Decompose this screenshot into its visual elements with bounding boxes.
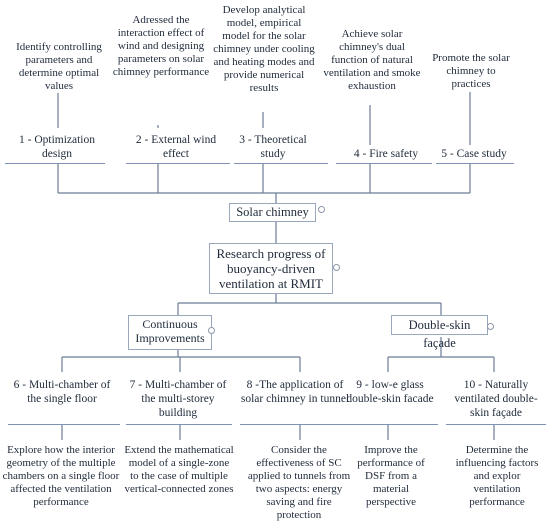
- top-child-1-label[interactable]: 1 - Optimization design: [18, 134, 95, 160]
- bottom-child-7-desc: Extend the mathematical model of a singl…: [124, 444, 234, 495]
- expand-knob-icon[interactable]: [318, 206, 325, 213]
- bottom-child-9-desc: Improve the performance of DSF from a ma…: [357, 444, 425, 508]
- expand-knob-icon[interactable]: [333, 264, 340, 271]
- expand-knob-icon[interactable]: [487, 323, 494, 330]
- expand-knob-icon[interactable]: [208, 327, 215, 334]
- bottom-child-10-desc: Determine the influencing factors and ex…: [455, 444, 539, 508]
- top-child-4-label[interactable]: 4 - Fire safety: [353, 148, 419, 160]
- top-child-5-label[interactable]: 5 - Case study: [441, 148, 507, 160]
- bottom-child-6-desc: Explore how the interior geometry of the…: [2, 444, 120, 508]
- bottom-child-10-label[interactable]: 10 - Naturally ventilated double-skin fa…: [454, 379, 538, 419]
- root-node[interactable]: Research progress of buoyancy-driven ven…: [209, 243, 333, 294]
- continuous-improvements-node[interactable]: Continuous Improvements: [128, 315, 212, 350]
- top-child-2-desc: Adressed the interaction effect of wind …: [112, 14, 210, 78]
- bottom-child-9-label[interactable]: 9 - low-e glass double-skin facade: [346, 379, 434, 405]
- top-child-5-desc: Promote the solar chimney to practices: [432, 52, 510, 90]
- top-child-4-desc: Achieve solar chimney's dual function of…: [323, 28, 421, 92]
- top-child-1-desc: Identify controlling parameters and dete…: [16, 41, 102, 92]
- bottom-child-8-label[interactable]: 8 -The application of solar chimney in t…: [240, 379, 350, 405]
- top-child-3-label[interactable]: 3 - Theoretical study: [239, 134, 307, 160]
- solar-chimney-node[interactable]: Solar chimney: [229, 203, 316, 222]
- bottom-child-7-label[interactable]: 7 - Multi-chamber of the multi-storey bu…: [129, 379, 227, 419]
- bottom-child-8-desc: Consider the effectiveness of SC applied…: [247, 444, 351, 521]
- top-child-2-label[interactable]: 2 - External wind effect: [135, 134, 217, 160]
- bottom-child-6-label[interactable]: 6 - Multi-chamber of the single floor: [13, 379, 111, 405]
- top-child-3-desc: Develop analytical model, empirical mode…: [213, 4, 315, 94]
- double-skin-facade-node[interactable]: Double-skin façade: [391, 315, 488, 350]
